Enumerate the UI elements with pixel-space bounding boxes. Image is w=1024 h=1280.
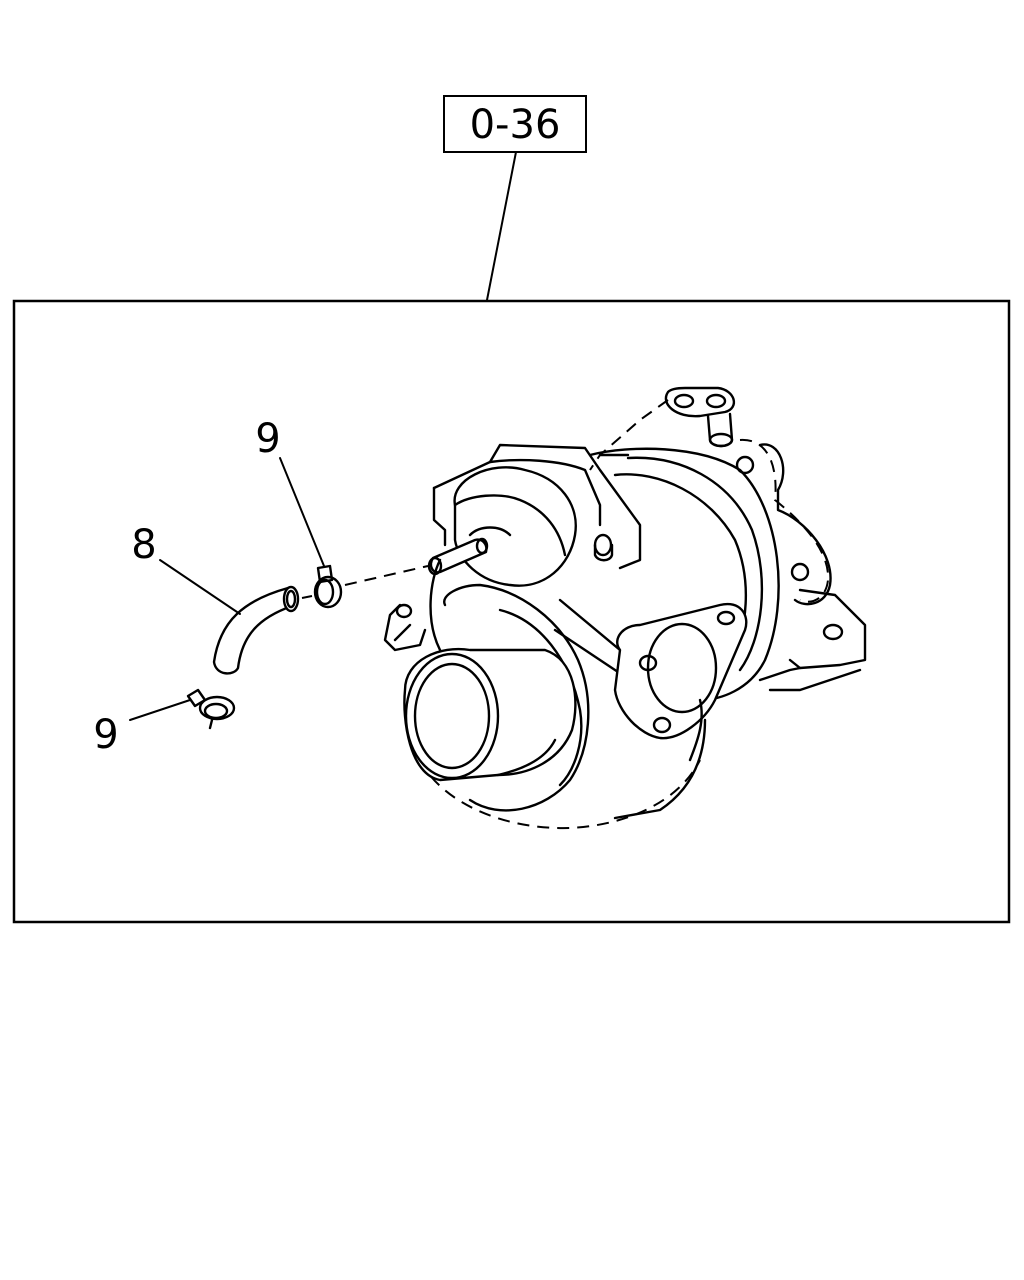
diagram-frame — [12, 299, 1011, 924]
callout-hose[interactable]: 8 — [131, 522, 156, 568]
reference-box[interactable]: 0-36 — [443, 95, 587, 153]
leader-clip-upper — [279, 457, 325, 567]
turbocharger-drawing — [383, 386, 867, 830]
clip-lower-part[interactable] — [186, 688, 236, 730]
reference-label: 0-36 — [470, 102, 561, 148]
reference-leader — [486, 151, 517, 301]
callout-clip-upper[interactable]: 9 — [255, 416, 280, 462]
callout-clip-lower[interactable]: 9 — [93, 712, 118, 758]
leader-hose — [159, 559, 241, 615]
connection-line — [344, 565, 429, 586]
leader-clip-lower — [129, 699, 191, 721]
clip-upper-part[interactable] — [313, 564, 343, 609]
hose-to-clip-dash — [301, 595, 313, 599]
hose-part[interactable] — [212, 585, 300, 675]
